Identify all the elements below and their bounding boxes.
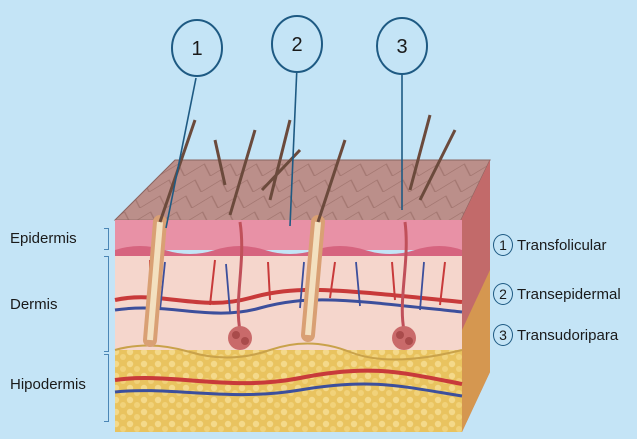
legend-number-2: 2 — [493, 283, 513, 305]
legend-item-transudoripara: 3 Transudoripara — [493, 322, 618, 348]
legend-item-transepidermal: 2 Transepidermal — [493, 281, 621, 307]
bracket-epidermis — [104, 228, 109, 250]
label-hipodermis: Hipodermis — [10, 376, 86, 393]
marker-2-label: 2 — [291, 34, 302, 56]
bracket-dermis — [104, 256, 109, 352]
marker-3: 3 — [377, 18, 427, 74]
legend-text-2: Transepidermal — [517, 286, 621, 303]
marker-3-label: 3 — [396, 36, 407, 58]
legend-item-transfolicular: 1 Transfolicular — [493, 232, 606, 258]
legend-text-1: Transfolicular — [517, 237, 606, 254]
bracket-hipodermis — [104, 354, 109, 422]
label-dermis: Dermis — [10, 296, 58, 313]
legend-text-3: Transudoripara — [517, 327, 618, 344]
legend-number-3: 3 — [493, 324, 513, 346]
marker-1-label: 1 — [191, 38, 202, 60]
legend-number-1: 1 — [493, 234, 513, 256]
label-epidermis: Epidermis — [10, 230, 77, 247]
marker-1: 1 — [172, 20, 222, 76]
marker-2: 2 — [272, 16, 322, 72]
